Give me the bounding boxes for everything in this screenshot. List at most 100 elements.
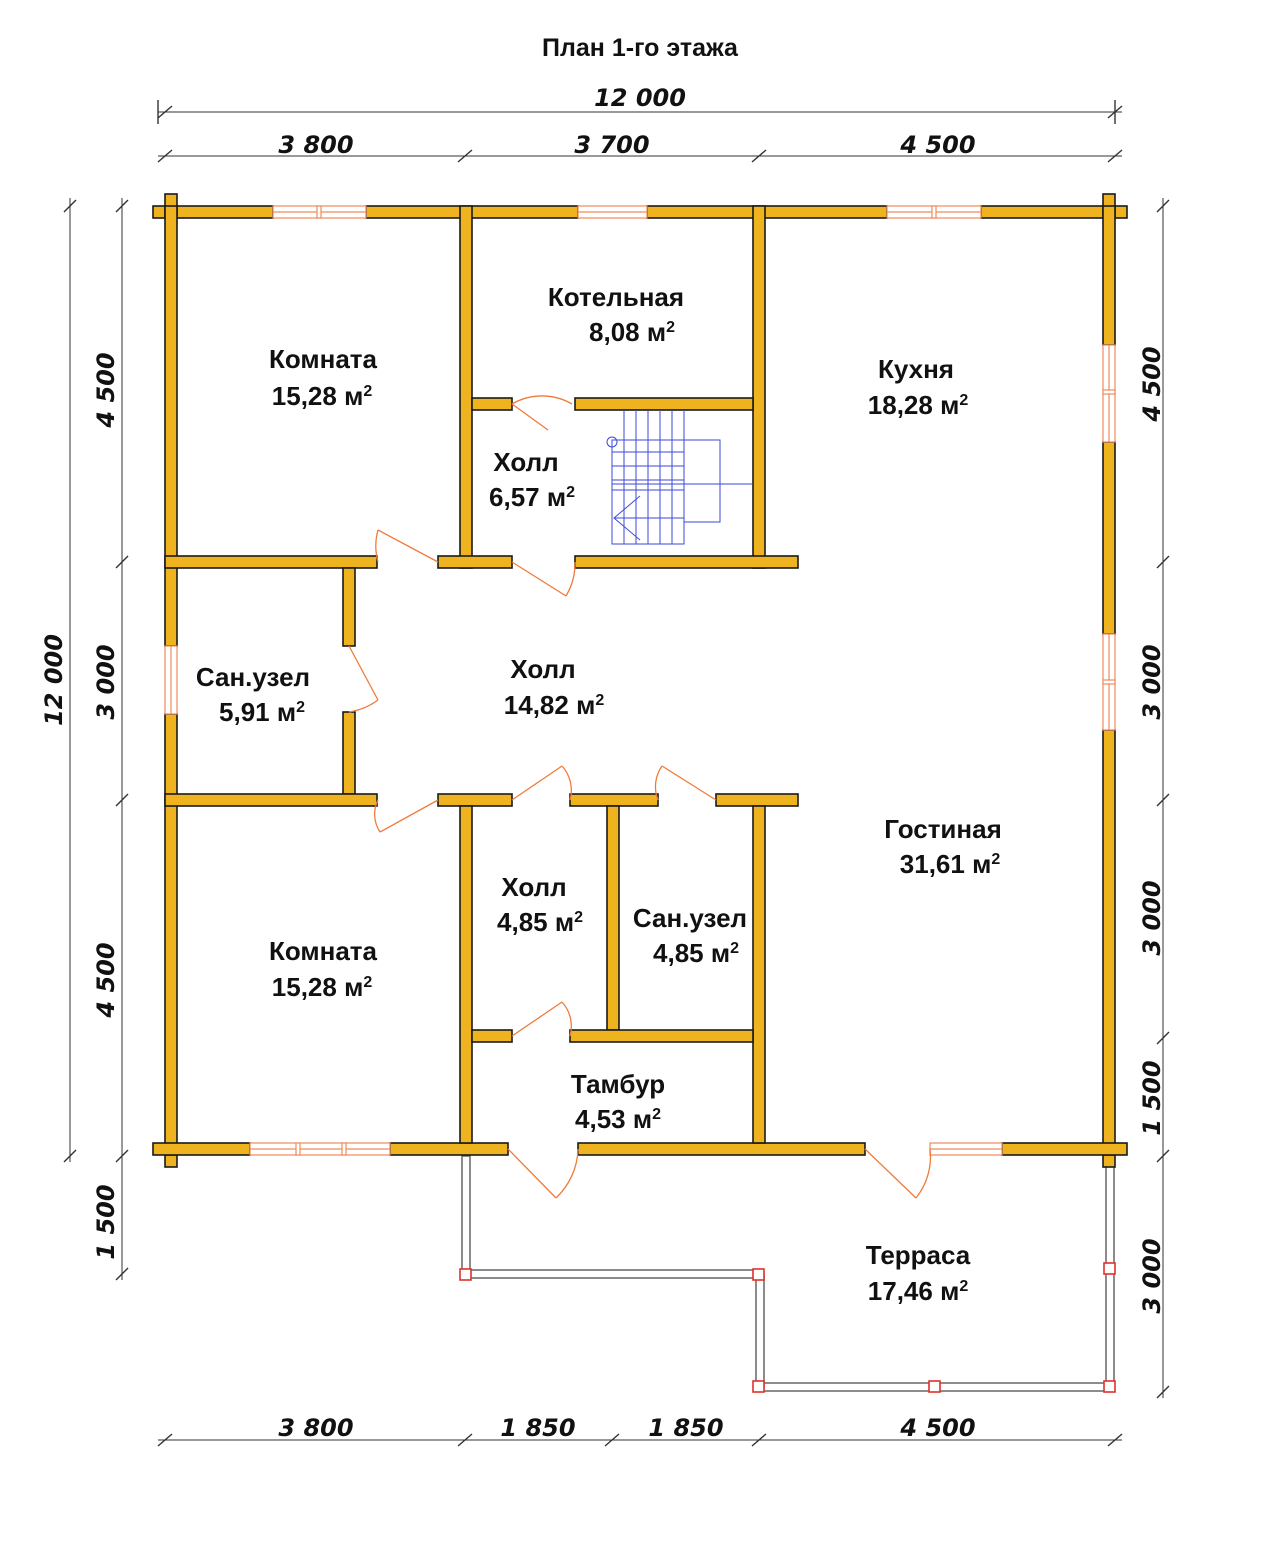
window-right-1 <box>1102 344 1116 443</box>
dim-bottom-seg-4: 4 500 <box>899 1414 975 1442</box>
dim-top-seg-3: 4 500 <box>899 131 975 159</box>
room-name: Холл <box>510 654 575 684</box>
right-dimensions: 4 500 3 000 3 000 1 500 3 000 <box>1138 198 1170 1399</box>
plan-title: План 1-го этажа <box>542 34 739 62</box>
top-dimensions: 12 000 3 800 3 700 4 500 <box>157 84 1123 163</box>
door-sanuzel-left <box>348 645 379 713</box>
window-top-3 <box>886 205 982 219</box>
dim-left-total: 12 000 <box>40 634 68 726</box>
room-name: Холл <box>501 872 566 902</box>
dim-right-seg-3: 3 000 <box>1138 880 1166 955</box>
room-area: 14,82 м <box>504 690 596 720</box>
room-name: Котельная <box>548 282 684 312</box>
terrace-post <box>459 1268 472 1281</box>
dim-right-seg-1: 4 500 <box>1138 346 1166 422</box>
room-area: 15,28 м <box>272 381 364 411</box>
room-terrace: Терраса 17,46 м2 <box>866 1240 971 1306</box>
svg-text:4,85 м2: 4,85 м2 <box>653 938 739 968</box>
door-hall-top <box>511 561 576 597</box>
room-boiler: Котельная 8,08 м2 <box>548 282 684 347</box>
left-dimensions: 12 000 4 500 3 000 4 500 1 500 <box>40 198 129 1281</box>
room-area: 31,61 м <box>900 849 992 879</box>
svg-text:15,28 м2: 15,28 м2 <box>272 381 373 411</box>
room-name: Тамбур <box>571 1069 665 1099</box>
room-hall-central: Холл 14,82 м2 <box>504 654 605 720</box>
svg-text:4,85 м2: 4,85 м2 <box>497 907 583 937</box>
dim-left-seg-1: 4 500 <box>92 352 120 428</box>
room-kitchen: Кухня 18,28 м2 <box>868 354 969 420</box>
room-area: 5,91 м <box>219 697 296 727</box>
room-bedroom-bottom: Комната 15,28 м2 <box>269 936 378 1002</box>
door-room-bottom <box>374 799 439 833</box>
door-sanuzel-small <box>654 765 717 801</box>
room-hall-upper: Холл 6,57 м2 <box>489 447 575 512</box>
svg-text:14,82 м2: 14,82 м2 <box>504 690 605 720</box>
svg-text:6,57 м2: 6,57 м2 <box>489 482 575 512</box>
dim-bottom-seg-3: 1 850 <box>648 1414 723 1442</box>
room-name: Гостиная <box>884 814 1002 844</box>
door-room-top <box>375 529 439 563</box>
walls <box>152 193 1128 1168</box>
svg-text:31,61 м2: 31,61 м2 <box>900 849 1001 879</box>
room-name: Сан.узел <box>633 903 747 933</box>
room-name: Комната <box>269 344 378 374</box>
room-vestibule: Тамбур 4,53 м2 <box>571 1069 665 1134</box>
room-living: Гостиная 31,61 м2 <box>884 814 1002 879</box>
door-hall-small <box>511 765 572 801</box>
svg-text:4,53 м2: 4,53 м2 <box>575 1104 661 1134</box>
dim-right-seg-2: 3 000 <box>1138 644 1166 719</box>
terrace-post <box>752 1268 765 1281</box>
dim-left-seg-2: 3 000 <box>92 644 120 719</box>
windows <box>164 205 1116 1156</box>
svg-text:15,28 м2: 15,28 м2 <box>272 972 373 1002</box>
door-vestibule-hall <box>511 1001 572 1037</box>
svg-text:8,08 м2: 8,08 м2 <box>589 317 675 347</box>
svg-text:18,28 м2: 18,28 м2 <box>868 390 969 420</box>
room-area: 17,46 м <box>868 1276 960 1306</box>
dim-top-seg-1: 3 800 <box>278 131 353 159</box>
room-area: 8,08 м <box>589 317 666 347</box>
doors <box>348 395 932 1199</box>
terrace-post <box>752 1380 765 1393</box>
room-name: Комната <box>269 936 378 966</box>
svg-text:5,91 м2: 5,91 м2 <box>219 697 305 727</box>
dim-top-total: 12 000 <box>594 84 686 112</box>
stairs <box>606 410 752 545</box>
terrace-post <box>1103 1380 1116 1393</box>
room-bathroom-left: Сан.узел 5,91 м2 <box>196 662 310 727</box>
window-top-1 <box>272 205 367 219</box>
window-bottom-1 <box>249 1142 391 1156</box>
room-area: 4,85 м <box>497 907 574 937</box>
window-bottom-2 <box>929 1142 1003 1156</box>
door-boiler <box>511 395 573 431</box>
room-name: Сан.узел <box>196 662 310 692</box>
window-right-2 <box>1102 633 1116 731</box>
room-name: Терраса <box>866 1240 971 1270</box>
room-hall-small: Холл 4,85 м2 <box>497 872 583 937</box>
dim-right-seg-4: 1 500 <box>1138 1060 1166 1135</box>
window-left-1 <box>164 645 178 715</box>
room-bedroom-top: Комната 15,28 м2 <box>269 344 378 411</box>
dim-left-seg-4: 1 500 <box>92 1184 120 1259</box>
dim-bottom-seg-1: 3 800 <box>278 1414 353 1442</box>
terrace-post <box>928 1380 941 1393</box>
door-entrance <box>507 1148 579 1199</box>
room-name: Кухня <box>878 354 954 384</box>
room-area: 4,85 м <box>653 938 730 968</box>
door-terrace <box>864 1148 932 1199</box>
room-area: 18,28 м <box>868 390 960 420</box>
dim-left-seg-3: 4 500 <box>92 942 120 1018</box>
room-area: 15,28 м <box>272 972 364 1002</box>
svg-text:17,46 м2: 17,46 м2 <box>868 1276 969 1306</box>
terrace-post <box>1103 1262 1116 1275</box>
room-bathroom-small: Сан.узел 4,85 м2 <box>633 903 747 968</box>
room-area: 6,57 м <box>489 482 566 512</box>
dim-right-seg-5: 3 000 <box>1138 1238 1166 1313</box>
room-labels: Комната 15,28 м2 Котельная 8,08 м2 Кухня… <box>196 282 1002 1306</box>
window-top-2 <box>577 205 648 219</box>
bottom-dimensions: 3 800 1 850 1 850 4 500 <box>157 1414 1123 1447</box>
dim-bottom-seg-2: 1 850 <box>500 1414 575 1442</box>
room-name: Холл <box>493 447 558 477</box>
dim-top-seg-2: 3 700 <box>574 131 649 159</box>
